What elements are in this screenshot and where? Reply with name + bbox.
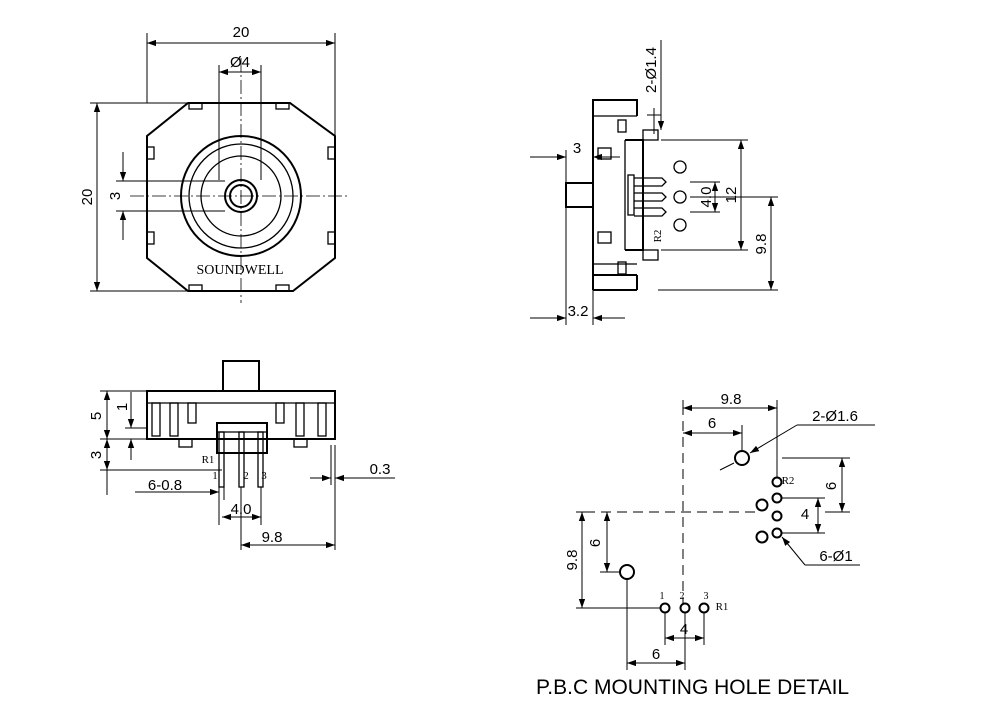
pin-hole (755, 498, 769, 512)
notch (146, 146, 155, 160)
pcb-detail: 9.8 6 2-Ø1.6 6 4 6-Ø1 9.8 6 (564, 391, 875, 670)
pin-hole (679, 602, 691, 614)
brand-label: SOUNDWELL (196, 263, 283, 278)
top-height-dim: 20 (79, 189, 96, 206)
top-view-body (146, 102, 336, 292)
pcb-left-98-dim: 9.8 (564, 550, 581, 571)
front-pin3-label: 3 (261, 470, 267, 482)
front-dim-1: 1 (114, 403, 131, 411)
top-view: 20 Ø4 20 3 SOUNDWELL (79, 24, 350, 303)
front-view: 5 1 3 6-0.8 4.0 9.8 0.3 R1 1 2 3 (88, 360, 395, 550)
side-98-dim: 9.8 (753, 234, 770, 255)
front-r1-label: R1 (202, 454, 215, 466)
pin-hole (771, 492, 783, 504)
notch (275, 284, 290, 292)
side-r2-label: R2 (652, 230, 664, 243)
side-12-dim: 12 (723, 187, 740, 204)
front-thickness-dim: 0.3 (370, 461, 391, 478)
pcb-pin1-label: 1 (660, 591, 665, 602)
pin-hole (659, 602, 671, 614)
pin-hole (771, 510, 783, 522)
pcb-pin3-label: 3 (704, 591, 709, 602)
front-dim-5: 5 (88, 412, 105, 420)
pcb-pin2-label: 2 (680, 591, 685, 602)
front-body (146, 390, 336, 440)
pcb-detail-title: P.B.C MOUNTING HOLE DETAIL (536, 676, 850, 699)
front-dim-3: 3 (88, 451, 105, 459)
top-flat-dim: 3 (107, 192, 124, 200)
notch (188, 284, 203, 292)
notch (327, 231, 336, 245)
notch (188, 102, 203, 110)
pcb-left-6-dim: 6 (587, 539, 604, 547)
pcb-top-6-dim: 6 (708, 415, 716, 432)
front-offset-dim: 9.8 (262, 529, 283, 546)
front-shaft (222, 360, 260, 392)
pcb-r1-label: R1 (716, 601, 729, 613)
top-shaft-dim: Ø4 (230, 54, 250, 71)
pcb-big-hole-spec: 2-Ø1.6 (812, 408, 858, 425)
pcb-r2-label: R2 (782, 475, 795, 487)
pcb-right-4-dim: 4 (801, 506, 809, 523)
side-hole-spec: 2-Ø1.4 (643, 47, 660, 93)
pin-hole (771, 527, 783, 539)
front-pin2-label: 2 (243, 470, 249, 482)
big-hole (734, 450, 750, 466)
notch (146, 231, 155, 245)
side-depth-dim: 3 (573, 140, 581, 157)
side-base-dim: 3.2 (568, 303, 589, 320)
side-shaft (565, 182, 594, 208)
notch (275, 102, 290, 110)
pcb-small-hole-spec: 6-Ø1 (819, 548, 852, 565)
pcb-bot-6-dim: 6 (652, 646, 660, 663)
pin-hole (755, 530, 769, 544)
pcb-bot-4-dim: 4 (680, 621, 688, 638)
top-width-dim: 20 (233, 24, 250, 41)
pin-hole (771, 476, 783, 488)
big-hole (619, 564, 635, 580)
pcb-top-98-dim: 9.8 (721, 391, 742, 408)
side-view: 2-Ø1.4 3 3.2 4.0 12 9.8 R2 (530, 40, 778, 325)
front-pin-width: 6-0.8 (148, 477, 182, 494)
notch (327, 146, 336, 160)
pcb-right-6-dim: 6 (823, 482, 840, 490)
front-pin1-label: 1 (212, 470, 218, 482)
pin-hole (698, 602, 710, 614)
